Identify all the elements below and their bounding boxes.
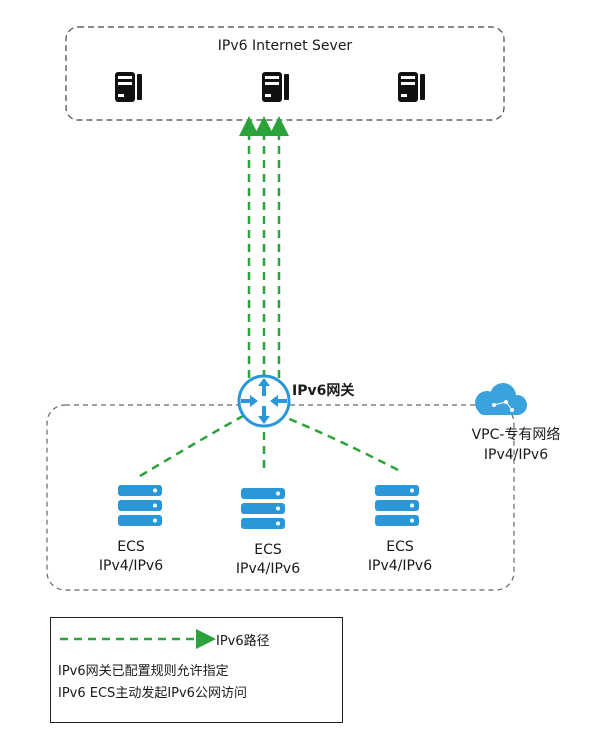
gateway-router-icon [237, 374, 291, 428]
vpc-ip-version: IPv4/IPv6 [483, 447, 549, 463]
ecs-label: ECS IPv4/IPv6 [223, 541, 313, 579]
cloud-icon [475, 383, 527, 415]
server-icon [115, 72, 142, 102]
legend-route-label: IPv6路径 [216, 634, 270, 649]
internet-server-title: IPv6 Internet Sever [217, 38, 353, 54]
ecs-label: ECS IPv4/IPv6 [86, 538, 176, 576]
ecs-name: ECS [254, 542, 282, 558]
legend-note-line2: IPv6 ECS主动发起IPv6公网访问 [58, 686, 247, 701]
ecs-server-icon [241, 488, 285, 529]
ecs-server-icon [118, 485, 162, 526]
route-path-ecs-right [286, 416, 399, 472]
ecs-name: ECS [117, 539, 145, 555]
legend-box [50, 617, 343, 723]
legend-note-line1: IPv6网关已配置规则允许指定 [58, 664, 229, 679]
vpc-label: VPC-专有网络 IPv4/IPv6 [440, 425, 592, 465]
ecs-name: ECS [386, 539, 414, 555]
ecs-ip-version: IPv4/IPv6 [98, 558, 164, 574]
server-icon [398, 72, 425, 102]
ecs-label: ECS IPv4/IPv6 [355, 538, 445, 576]
ecs-server-icon [375, 485, 419, 526]
vpc-name: VPC-专有网络 [471, 427, 561, 443]
ecs-ip-version: IPv4/IPv6 [235, 561, 301, 577]
vpc-region-box [46, 404, 515, 591]
gateway-label: IPv6网关 [292, 383, 355, 399]
server-icon [262, 72, 289, 102]
ecs-ip-version: IPv4/IPv6 [367, 558, 433, 574]
route-path-ecs-left [139, 414, 244, 478]
